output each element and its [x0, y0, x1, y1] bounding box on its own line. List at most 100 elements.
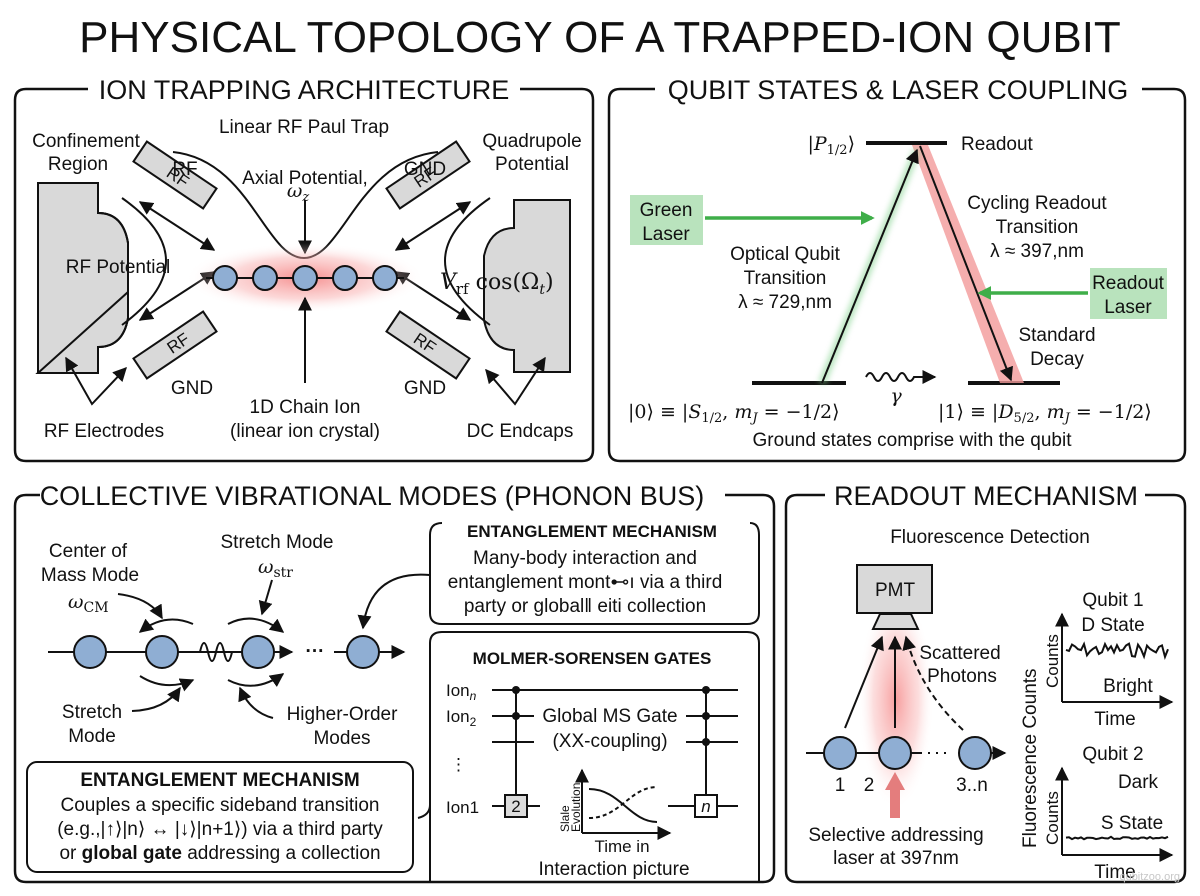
mode-ion: [346, 635, 380, 669]
photon-arrow-1: [844, 635, 884, 729]
com-label-2: Mass Mode: [41, 565, 139, 586]
decay-label-2: Decay: [1030, 349, 1084, 370]
panel-title: ION TRAPPING ARCHITECTURE: [99, 75, 510, 105]
gate-n-box: [694, 794, 718, 818]
cycling-label-3: λ ≈ 397,nm: [990, 241, 1084, 262]
ion-label-1: 1: [835, 775, 846, 796]
qubit2-title: Qubit 2: [1082, 744, 1143, 765]
readout-laser-box: [1090, 268, 1167, 319]
ion-2-label: Ion2: [446, 707, 477, 729]
ms-gates-heading: MOLMER-SORENSEN GATES: [473, 649, 712, 668]
entanglement-line-1: Couples a specific sideband transition: [61, 795, 380, 816]
readout-subtitle: Fluorescence Detection: [890, 527, 1090, 548]
arrow-double-tl: [138, 201, 216, 251]
trapped-ion: [252, 265, 278, 291]
chain-label-2: (linear ion crystal): [230, 421, 380, 442]
com-arrow-top: [138, 618, 194, 633]
readout-level-label: Readout: [961, 134, 1034, 155]
panel-readout: READOUT MECHANISM Fluorescence Detection…: [784, 481, 1187, 884]
rf-electrodes-pointer: [65, 356, 127, 406]
mode-ion: [73, 635, 107, 669]
green-laser-label-2: Laser: [642, 224, 690, 245]
quadrupole-label-1: Quadrupole: [482, 131, 581, 152]
electrode-label-gnd-bottom-left: GND: [171, 378, 213, 399]
qubit1-title: Qubit 1: [1082, 590, 1143, 611]
global-ms-label-1: Global MS Gate: [542, 706, 677, 727]
panel-vibrational-modes: COLLECTIVE VIBRATIONAL MODES (PHONON BUS…: [13, 481, 776, 884]
electrode-top-right: RF: [385, 140, 471, 210]
svg-text:2: 2: [511, 797, 520, 816]
svg-text:n: n: [701, 797, 710, 816]
optical-label-3: λ ≈ 729,nm: [738, 292, 832, 313]
rf-electrodes-label: RF Electrodes: [44, 421, 164, 442]
ion-label-n: 3..n: [956, 775, 988, 796]
panel-title: COLLECTIVE VIBRATIONAL MODES (PHONON BUS…: [40, 481, 705, 511]
gamma-label: γ: [890, 385, 902, 407]
addressing-label-2: laser at 397nm: [833, 848, 959, 869]
com-label-1: Center of: [49, 541, 128, 562]
decay-label-1: Standard: [1018, 325, 1095, 346]
addressing-label-1: Selective addressing: [808, 825, 983, 846]
rf-potential-curve-right: [444, 197, 491, 326]
entanglement-right-line-2: entanglement mont⊷ı via a third: [448, 572, 723, 593]
trapped-ion: [372, 265, 398, 291]
entanglement-heading-right: ENTANGLEMENT MECHANISM: [467, 522, 717, 541]
optical-label-2: Transition: [744, 268, 827, 289]
electrode-bottom-left: RF: [132, 310, 218, 380]
entanglement-heading-left: ENTANGLEMENT MECHANISM: [80, 770, 359, 791]
higher-order-label-2: Modes: [313, 728, 370, 749]
higher-order-label-1: Higher-Order: [287, 704, 399, 725]
inset-xlabel-1: Time in: [594, 837, 649, 856]
gate-2-box: [504, 794, 528, 818]
readout-laser-label-2: Laser: [1104, 297, 1152, 318]
dc-endcaps-pointer: [485, 356, 546, 406]
rf-potential-label: RF Potential: [66, 257, 171, 278]
addressing-laser-arrow: [885, 772, 905, 818]
panel-ion-trapping: ION TRAPPING ARCHITECTURE Linear RF Paul…: [13, 75, 595, 463]
scattered-label-1: Scattered: [919, 643, 1000, 664]
entanglement-line-2: (e.g.,|↑⟩|n⟩ ↔ |↓⟩|n+1⟩) via a third par…: [57, 819, 383, 840]
qubit2-xlabel: Time: [1094, 862, 1136, 883]
main-title: PHYSICAL TOPOLOGY OF A TRAPPED-ION QUBIT: [79, 13, 1121, 62]
trap-subtitle: Linear RF Paul Trap: [219, 117, 389, 138]
global-ms-label-2: (XX-coupling): [552, 731, 667, 752]
ms-circuit: Ionn Ion2 ⋮ Ion1 2 n Global MS Gat: [446, 681, 738, 880]
confinement-label-2: Region: [48, 154, 108, 175]
watermark: qubitzoo.org: [1119, 871, 1180, 883]
trapped-ion: [292, 265, 318, 291]
green-laser-label-1: Green: [640, 200, 693, 221]
stretch-label-2: Mode: [68, 726, 116, 747]
mode-ellipsis: ···: [306, 641, 325, 662]
vrf-formula: Vrf cos(Ωt): [440, 270, 554, 298]
qubit2-level: Dark: [1118, 772, 1159, 793]
quadrupole-label-2: Potential: [495, 154, 569, 175]
state-0-label: |0⟩ ≡ |S1/2, mJ = −1/2⟩: [628, 401, 840, 426]
pmt-box: [856, 564, 933, 614]
fluorescence-axis-label: Fluorescence Counts: [1020, 668, 1041, 848]
ion-1-label: Ion1: [446, 798, 479, 817]
entanglement-line-3: or global gate addressing a collection: [59, 843, 380, 864]
readout-ion-n: [958, 736, 992, 770]
mode-ion: [241, 635, 275, 669]
qubit2-trace: [1065, 835, 1169, 841]
electrode-label-gnd-bottom-right: GND: [404, 378, 446, 399]
electrode-top-left: RF: [132, 140, 218, 210]
electrode-label-gnd-top-right: GND: [404, 159, 446, 180]
qubit1-ylabel: Counts: [1043, 634, 1062, 688]
panel-frame: [784, 493, 1187, 884]
stretch-arrow-bottom: [139, 675, 195, 692]
qubit1-trace: [1065, 641, 1169, 661]
stretch-mode-top-label: Stretch Mode: [221, 532, 334, 553]
entanglement-right-line-1: Many-body interaction and: [473, 548, 697, 569]
panel-title: QUBIT STATES & LASER COUPLING: [668, 75, 1129, 105]
left-dc-endcap-fill: [37, 182, 129, 374]
stretch-mode-symbol: ωstr: [258, 556, 293, 581]
ground-states-footer: Ground states comprise with the qubit: [753, 430, 1073, 451]
pmt-label: PMT: [875, 580, 916, 601]
cycling-label-1: Cycling Readout: [967, 193, 1107, 214]
decay-arrow: [919, 145, 1013, 382]
arrow-double-tr: [394, 201, 472, 251]
panel-frame: [607, 87, 1187, 463]
qubit1-state: D State: [1081, 615, 1144, 636]
